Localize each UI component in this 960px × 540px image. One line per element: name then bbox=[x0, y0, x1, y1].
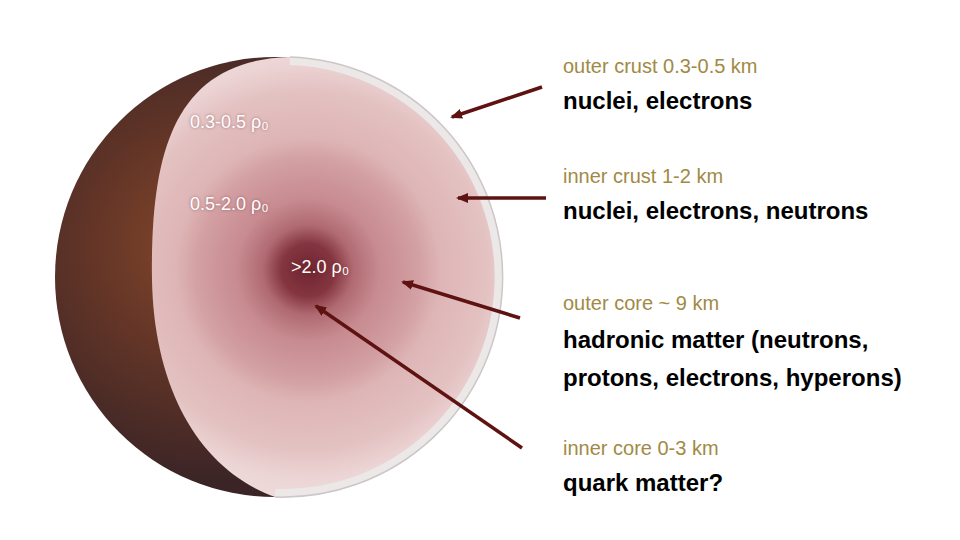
composition-label: hadronic matter (neutrons, protons, elec… bbox=[563, 321, 948, 397]
leader-arrow bbox=[403, 282, 520, 318]
composition-label: nuclei, electrons bbox=[563, 86, 752, 115]
layer-name: inner crust 1-2 km bbox=[563, 164, 723, 188]
cut-face bbox=[152, 57, 503, 497]
layer-name: outer crust 0.3-0.5 km bbox=[563, 54, 758, 78]
composition-label: nuclei, electrons, neutrons bbox=[563, 196, 868, 225]
leader-arrow bbox=[458, 196, 546, 200]
crust-rim bbox=[275, 57, 503, 497]
density-label: 0.5-2.0 ρ₀ bbox=[190, 192, 269, 216]
layer-name: outer core ~ 9 km bbox=[563, 291, 719, 315]
composition-label: quark matter? bbox=[563, 468, 723, 497]
leader-arrow bbox=[452, 87, 542, 117]
density-label: >2.0 ρ₀ bbox=[291, 255, 349, 279]
layer-name: inner core 0-3 km bbox=[563, 436, 719, 460]
density-label: 0.3-0.5 ρ₀ bbox=[190, 110, 269, 134]
leader-arrows bbox=[316, 87, 546, 448]
rim-outline bbox=[275, 57, 503, 497]
leader-arrow bbox=[316, 306, 522, 448]
